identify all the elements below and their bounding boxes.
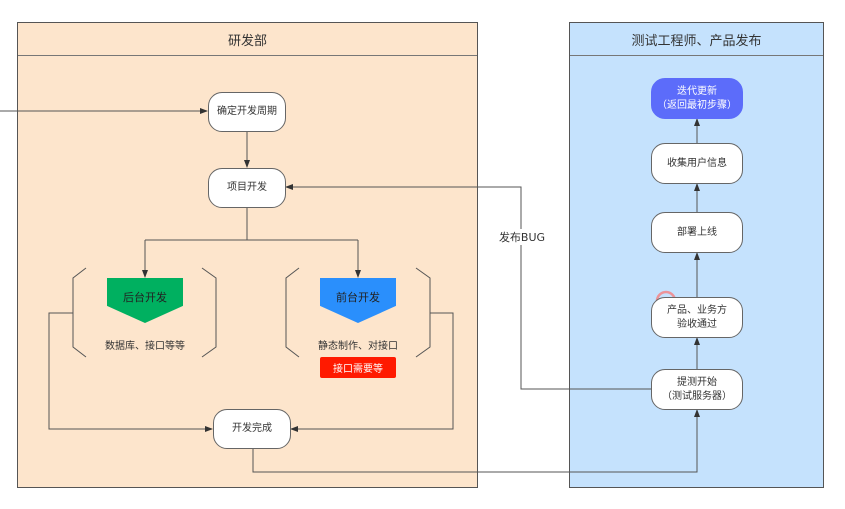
node-collect[interactable]: 收集用户信息 xyxy=(651,143,743,184)
node-deploy[interactable]: 部署上线 xyxy=(651,212,743,253)
node-frontend[interactable]: 前台开发 xyxy=(320,278,396,323)
node-label: 提测开始 xyxy=(677,376,717,388)
frontend-note: 接口需要等 xyxy=(320,357,396,378)
backend-desc: 数据库、接口等等 xyxy=(105,341,185,352)
node-acceptance[interactable]: 产品、业务方验收通过 xyxy=(651,297,743,338)
node-label: 产品、业务方 xyxy=(667,304,727,316)
node-confirm-cycle[interactable]: 确定开发周期 xyxy=(208,92,286,132)
node-dev-done[interactable]: 开发完成 xyxy=(213,409,291,449)
node-label: 项目开发 xyxy=(227,182,267,193)
edge-frontend-done xyxy=(290,312,454,432)
lane-rd-title: 研发部 xyxy=(18,23,477,56)
node-test-start[interactable]: 提测开始 （测试服务器） xyxy=(651,369,743,410)
node-label: （测试服务器） xyxy=(662,390,732,402)
lane-test-title: 测试工程师、产品发布 xyxy=(570,23,823,56)
node-label: 开发完成 xyxy=(232,423,272,434)
node-label: （返回最初步骤） xyxy=(657,99,737,111)
node-label: 部署上线 xyxy=(677,226,717,238)
edge-done-test xyxy=(252,409,700,473)
node-label: 确定开发周期 xyxy=(217,106,277,117)
node-label: 前台开发 xyxy=(336,291,380,304)
node-project-dev[interactable]: 项目开发 xyxy=(208,168,286,208)
node-label: 验收通过 xyxy=(677,318,717,330)
node-label: 后台开发 xyxy=(123,291,167,304)
edge-branch xyxy=(144,207,359,277)
node-label: 收集用户信息 xyxy=(667,157,727,169)
frontend-desc: 静态制作、对接口 xyxy=(318,341,398,352)
node-iterate[interactable]: 迭代更新 （返回最初步骤） xyxy=(651,78,743,119)
edge-label-bug: 发布BUG xyxy=(498,229,546,245)
node-label: 迭代更新 xyxy=(677,85,717,97)
edge-backend-done xyxy=(48,312,213,432)
edge-bug xyxy=(285,184,651,390)
